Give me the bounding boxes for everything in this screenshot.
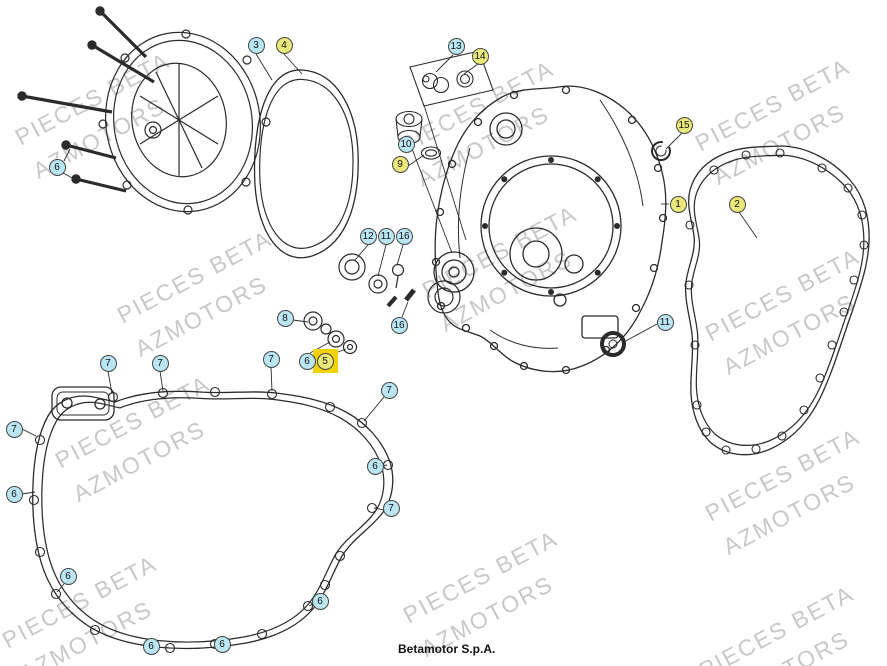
part-callout-8[interactable]: 8 <box>276 309 294 327</box>
bolts-part <box>17 6 155 193</box>
plug-part <box>395 110 442 160</box>
part-callout-3[interactable]: 3 <box>247 36 265 54</box>
part-callout-7[interactable]: 7 <box>5 420 23 438</box>
right-gasket-part <box>684 145 870 456</box>
circlip-part <box>651 141 671 161</box>
cover-gasket-part <box>253 69 359 259</box>
part-callout-6[interactable]: 6 <box>366 457 384 475</box>
crankcase-cover-part <box>431 85 668 375</box>
part-callout-5[interactable]: 5 <box>316 352 334 370</box>
small-parts-cluster <box>303 253 461 355</box>
part-callout-6[interactable]: 6 <box>48 158 66 176</box>
part-callout-10[interactable]: 10 <box>397 135 415 153</box>
part-callout-6[interactable]: 6 <box>5 485 23 503</box>
part-callout-11[interactable]: 11 <box>656 313 674 331</box>
clutch-cover-part <box>98 29 271 215</box>
part-callout-6[interactable]: 6 <box>311 592 329 610</box>
part-callout-6[interactable]: 6 <box>298 352 316 370</box>
part-callout-7[interactable]: 7 <box>380 381 398 399</box>
part-callout-14[interactable]: 14 <box>471 47 489 65</box>
part-callout-1[interactable]: 1 <box>669 195 687 213</box>
part-callout-11[interactable]: 11 <box>377 227 395 245</box>
part-callout-9[interactable]: 9 <box>391 155 409 173</box>
oil-seal-part <box>600 331 626 357</box>
part-callout-6[interactable]: 6 <box>213 635 231 653</box>
part-callout-7[interactable]: 7 <box>99 354 117 372</box>
hardware-box-part <box>409 50 494 107</box>
part-callout-7[interactable]: 7 <box>151 354 169 372</box>
part-callout-7[interactable]: 7 <box>382 499 400 517</box>
part-callout-7[interactable]: 7 <box>262 350 280 368</box>
manufacturer-label: Betamotor S.p.A. <box>398 642 496 656</box>
part-callout-12[interactable]: 12 <box>359 227 377 245</box>
part-callout-15[interactable]: 15 <box>675 116 693 134</box>
part-callout-13[interactable]: 13 <box>447 37 465 55</box>
part-callout-2[interactable]: 2 <box>728 195 746 213</box>
part-callout-4[interactable]: 4 <box>275 36 293 54</box>
part-callout-16[interactable]: 16 <box>395 227 413 245</box>
part-callout-6[interactable]: 6 <box>142 637 160 655</box>
part-callout-16[interactable]: 16 <box>390 316 408 334</box>
part-callout-6[interactable]: 6 <box>59 567 77 585</box>
